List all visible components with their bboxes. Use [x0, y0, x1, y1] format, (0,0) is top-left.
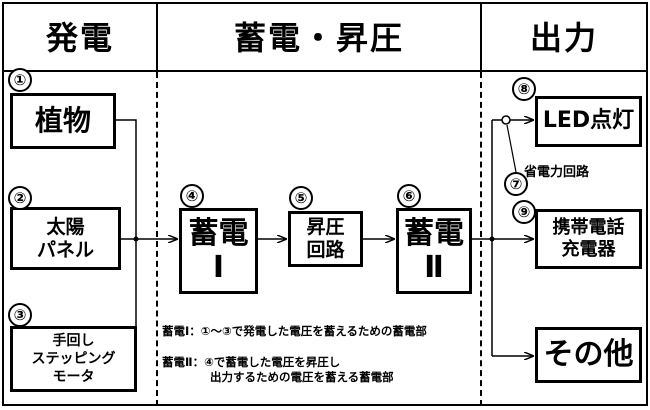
box-storage-1-label-2: Ⅰ — [212, 250, 225, 285]
header-output: 出力 — [529, 19, 598, 57]
note-storage-2-line-1: 蓄電Ⅱ：④で蓄電した電圧を昇圧し — [162, 355, 341, 369]
box-plant-label: 植物 — [34, 104, 91, 138]
box-phone-label-2: 充電器 — [561, 239, 616, 260]
box-boost-label-1: 昇圧 — [306, 216, 345, 239]
header-divider — [2, 70, 648, 72]
box-plant: 植物 — [10, 93, 116, 149]
power-saving-leader — [506, 124, 517, 173]
number-9: ⑨ — [512, 200, 536, 224]
box-stepper-label-2: ステッピング — [31, 350, 116, 367]
header-generation: 発電 — [45, 19, 114, 57]
header-storage-boost: 蓄電・昇圧 — [233, 19, 404, 57]
number-3: ③ — [8, 303, 32, 327]
box-solar-panel: 太陽 パネル — [10, 207, 121, 270]
diagram-frame — [2, 2, 648, 406]
box-storage-1: 蓄電 Ⅰ — [179, 208, 258, 294]
box-boost-label-2: 回路 — [306, 239, 345, 261]
box-solar-label-1: 太陽 — [46, 215, 85, 238]
box-phone-charger: 携帯電話 充電器 — [535, 209, 642, 269]
box-led-label: LED点灯 — [542, 108, 635, 134]
note-storage-2-line-2: 出力するための電圧を蓄える蓄電部 — [210, 370, 394, 384]
box-stepper-label-3: モータ — [52, 369, 95, 386]
number-7: ⑦ — [504, 172, 528, 196]
number-8: ⑧ — [512, 77, 536, 101]
box-stepper-label-1: 手回し — [52, 332, 95, 349]
label-power-saving-circuit: 省電力回路 — [524, 165, 590, 180]
number-1: ① — [8, 68, 32, 92]
column-divider-header-1 — [156, 2, 158, 72]
wire-plant — [116, 119, 137, 239]
box-storage-2-label-2: Ⅱ — [424, 250, 444, 285]
box-other-label: その他 — [543, 337, 634, 372]
number-6: ⑥ — [397, 184, 421, 208]
box-storage-2-label-1: 蓄電 — [404, 215, 464, 251]
number-5: ⑤ — [289, 186, 313, 210]
box-phone-label-1: 携帯電話 — [552, 217, 625, 239]
number-2: ② — [8, 186, 32, 210]
column-divider-header-2 — [480, 2, 482, 72]
box-led-lighting: LED点灯 — [535, 96, 642, 147]
box-boost-circuit: 昇圧 回路 — [288, 211, 363, 267]
number-4: ④ — [180, 184, 204, 208]
box-stepper-motor: 手回し ステッピング モータ — [10, 326, 137, 392]
box-solar-label-2: パネル — [36, 238, 94, 261]
box-storage-2: 蓄電 Ⅱ — [396, 208, 472, 294]
note-storage-1: 蓄電Ⅰ：①～③で発電した電圧を蓄えるための蓄電部 — [162, 324, 427, 338]
power-saving-switch — [501, 115, 511, 125]
box-other: その他 — [535, 327, 642, 383]
box-storage-1-label-1: 蓄電 — [188, 215, 249, 251]
